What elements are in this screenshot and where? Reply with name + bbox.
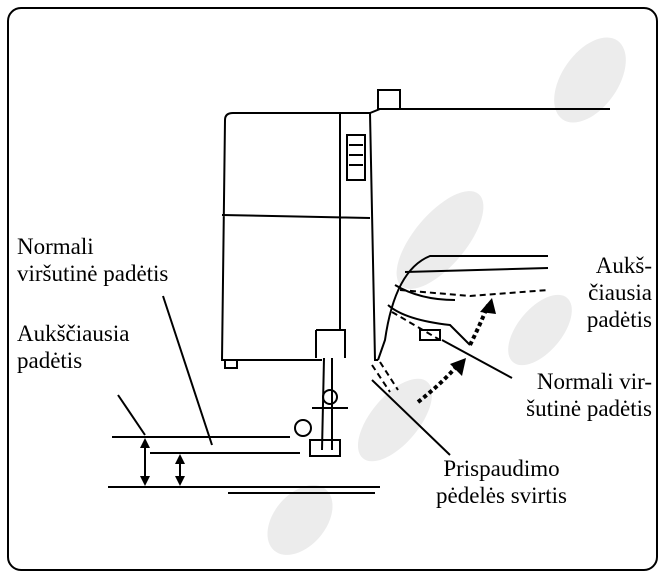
lever-positions — [387, 267, 549, 346]
watermark — [267, 37, 626, 555]
machine-head — [220, 108, 610, 361]
label-highest-right: Aukš- čiausia padėtis — [586, 253, 652, 332]
presser-foot — [309, 439, 341, 457]
leader-normal-left — [162, 295, 213, 446]
label-presser-foot-lever: Prispaudimo pėdelės svirtis — [436, 456, 567, 508]
diagram-frame — [7, 7, 658, 571]
thumb-screw — [294, 419, 312, 437]
label-normal-upper-right: Normali vir- šutinė padėtis — [526, 369, 652, 421]
leader-normal-right — [441, 339, 513, 379]
label-highest-left: Aukščiausia padėtis — [17, 321, 130, 373]
needle-bar — [315, 329, 346, 451]
top-knob — [377, 89, 401, 110]
leader-lever — [371, 379, 451, 456]
leader-highest-left — [117, 394, 146, 436]
label-normal-upper-left: Normali viršutinė padėtis — [17, 234, 169, 286]
arrow-up — [468, 304, 490, 346]
side-dial — [346, 134, 366, 181]
